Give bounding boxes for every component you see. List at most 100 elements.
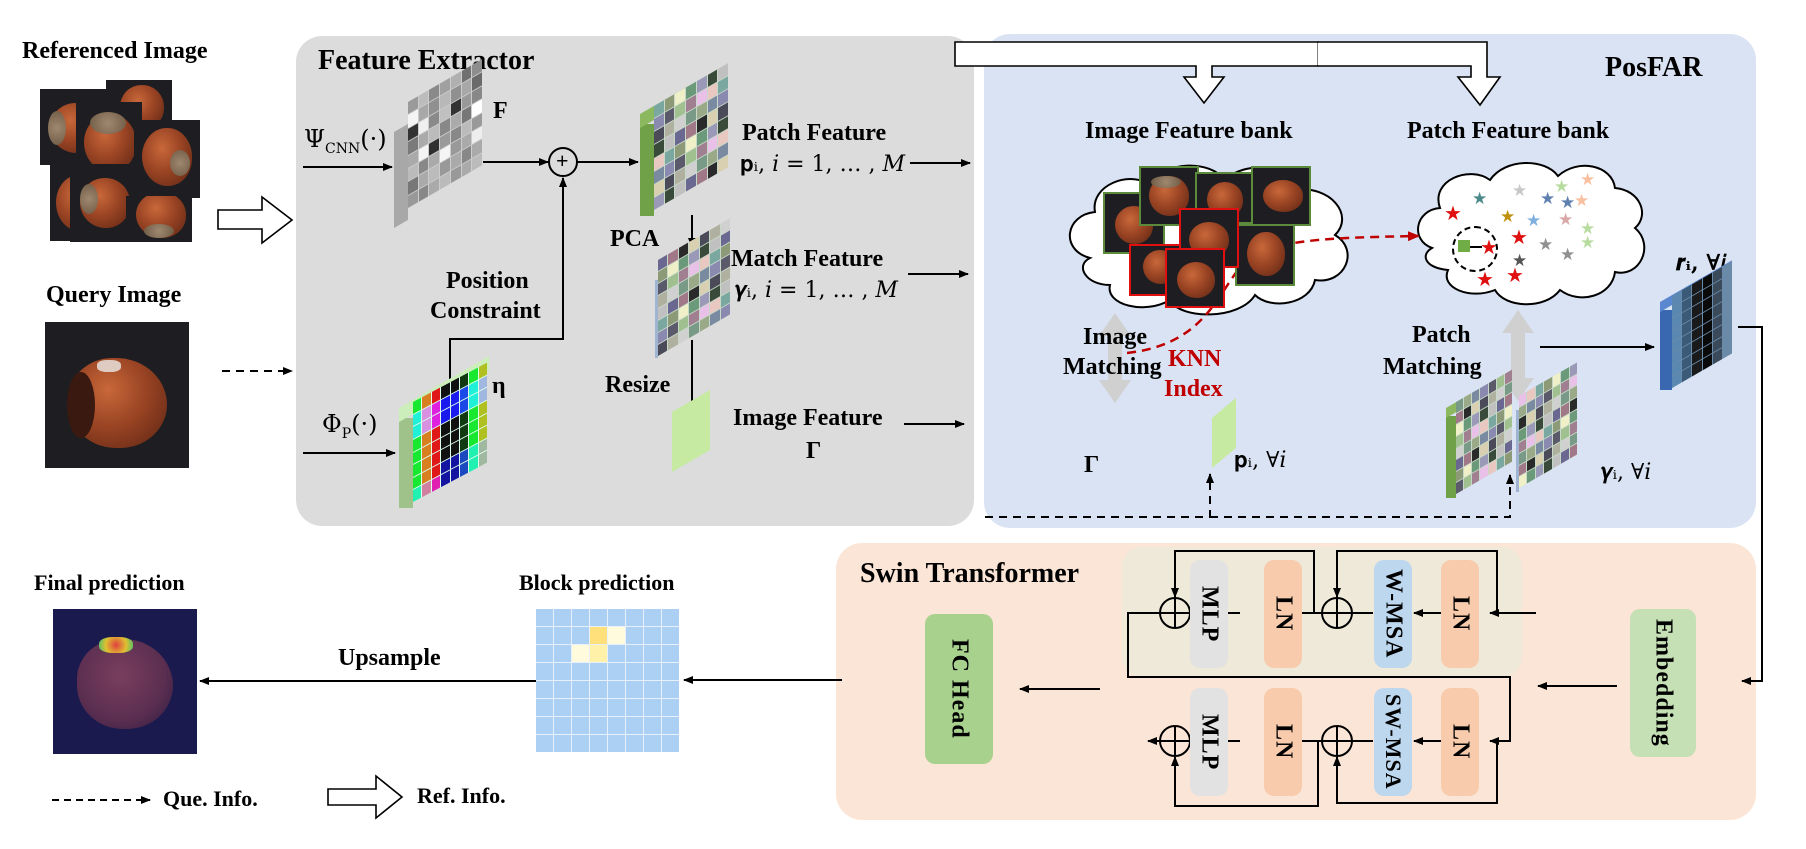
feature-cell bbox=[1569, 443, 1577, 459]
block-cell bbox=[554, 699, 571, 716]
patch-matching-label-1: Patch bbox=[1412, 322, 1471, 348]
swin-bottom-ln-2: LN bbox=[1441, 688, 1479, 796]
block-cell bbox=[662, 609, 679, 626]
knn-index-curve bbox=[1126, 231, 1420, 355]
block-cell bbox=[662, 681, 679, 698]
block-cell bbox=[590, 681, 607, 698]
block-cell bbox=[536, 609, 553, 626]
patch-bank-stars: ★ ★ ★ ★ ★ ★ ★ ★ ★ ★ ★ ★ ★ ★ ★ ★ ★ ★ ★ ★ bbox=[1444, 170, 1596, 291]
legend-hollow-arrow bbox=[327, 774, 404, 820]
feature-map-F bbox=[394, 59, 484, 228]
match-feature-grid bbox=[658, 218, 730, 356]
block-cell bbox=[572, 645, 589, 662]
image-feature-title: Image Feature bbox=[733, 405, 883, 431]
feature-cell bbox=[1519, 473, 1527, 488]
block-cell bbox=[644, 609, 661, 626]
query-image bbox=[45, 322, 189, 468]
feature-cell bbox=[1488, 460, 1496, 476]
block-cell bbox=[572, 699, 589, 716]
block-cell bbox=[626, 627, 643, 644]
block-cell bbox=[590, 663, 607, 680]
block-cell bbox=[626, 717, 643, 734]
image-bank-photos bbox=[1095, 166, 1335, 310]
position-constraint-line bbox=[449, 177, 567, 398]
final-prediction-label: Final prediction bbox=[34, 570, 185, 595]
position-encoding-eta bbox=[399, 356, 494, 513]
swin-top-mlp: MLP bbox=[1190, 560, 1228, 668]
F-label: F bbox=[493, 98, 508, 124]
patch-feature-map bbox=[640, 63, 730, 219]
block-cell bbox=[644, 699, 661, 716]
block-cell bbox=[536, 699, 553, 716]
swin-bottom-ln-1: LN bbox=[1264, 688, 1302, 796]
block-cell bbox=[644, 735, 661, 752]
block-cell bbox=[662, 663, 679, 680]
feature-cell bbox=[1527, 468, 1535, 484]
legend-query-info: Que. Info. bbox=[163, 786, 258, 811]
block-cell bbox=[644, 663, 661, 680]
block-cell bbox=[572, 663, 589, 680]
block-cell bbox=[572, 735, 589, 752]
block-cell bbox=[608, 717, 625, 734]
p-feature-grid bbox=[1456, 369, 1512, 494]
fc-head-box: FC Head bbox=[925, 614, 993, 764]
block-cell bbox=[626, 699, 643, 716]
knn-index-label-1: KNN bbox=[1168, 346, 1222, 372]
block-cell bbox=[554, 609, 571, 626]
block-cell bbox=[536, 735, 553, 752]
block-cell bbox=[662, 735, 679, 752]
r-to-embedding-line bbox=[1738, 326, 1763, 685]
ref-info-arrow bbox=[217, 195, 294, 245]
block-cell bbox=[572, 717, 589, 734]
block-cell bbox=[644, 627, 661, 644]
p-feature-map bbox=[1446, 369, 1516, 502]
block-cell bbox=[626, 735, 643, 752]
block-cell bbox=[644, 645, 661, 662]
p-forall-label: 𝐩ᵢ, ∀𝑖 bbox=[1234, 448, 1287, 473]
gamma-symbol: Γ bbox=[1084, 452, 1100, 478]
posfar-title: PosFAR bbox=[1605, 52, 1703, 83]
feature-extractor-title: Feature Extractor bbox=[318, 45, 535, 76]
feature-cell bbox=[1561, 448, 1569, 464]
embedding-label: Embedding bbox=[1650, 619, 1677, 747]
block-prediction-grid bbox=[536, 609, 679, 752]
block-cell bbox=[590, 735, 607, 752]
swin-bottom-mlp: MLP bbox=[1190, 688, 1228, 796]
block-prediction-label: Block prediction bbox=[519, 570, 675, 595]
block-cell bbox=[590, 717, 607, 734]
r-grid bbox=[1672, 261, 1732, 388]
feature-cell bbox=[1480, 465, 1488, 480]
image-matching-label-2: Matching bbox=[1063, 354, 1162, 380]
image-matching-double-arrow bbox=[1099, 313, 1131, 403]
swin-top-ln-2: LN bbox=[1441, 560, 1479, 668]
block-cell bbox=[626, 645, 643, 662]
block-cell bbox=[626, 663, 643, 680]
ref-info-bank-path-2 bbox=[1318, 41, 1502, 107]
block-cell bbox=[536, 681, 553, 698]
block-cell bbox=[554, 717, 571, 734]
block-cell bbox=[662, 699, 679, 716]
pca-label: PCA bbox=[610, 226, 660, 252]
block-cell bbox=[608, 609, 625, 626]
block-cell bbox=[572, 609, 589, 626]
r-feature-map bbox=[1660, 260, 1738, 396]
image-matching-label-1: Image bbox=[1083, 324, 1147, 350]
upsample-label: Upsample bbox=[338, 645, 441, 671]
block-cell bbox=[536, 627, 553, 644]
query-patch-square bbox=[1458, 240, 1470, 252]
fc-head-label: FC Head bbox=[946, 639, 973, 739]
feature-cell bbox=[1472, 469, 1480, 485]
ref-info-bank-path bbox=[954, 41, 1319, 105]
image-feature-bank-label: Image Feature bank bbox=[1085, 118, 1293, 144]
block-cell bbox=[608, 645, 625, 662]
feature-cell bbox=[1504, 451, 1512, 466]
feature-cell bbox=[1464, 474, 1472, 490]
block-cell bbox=[536, 717, 553, 734]
phi-p-label: ΦP(·) bbox=[322, 410, 378, 442]
swin-top-wmsa: W-MSA bbox=[1374, 560, 1412, 668]
feature-cell bbox=[1544, 458, 1552, 474]
block-cell bbox=[644, 681, 661, 698]
match-feature-map bbox=[655, 218, 735, 360]
eta-label: η bbox=[492, 373, 506, 399]
position-constraint-label-1: Position bbox=[446, 268, 529, 294]
